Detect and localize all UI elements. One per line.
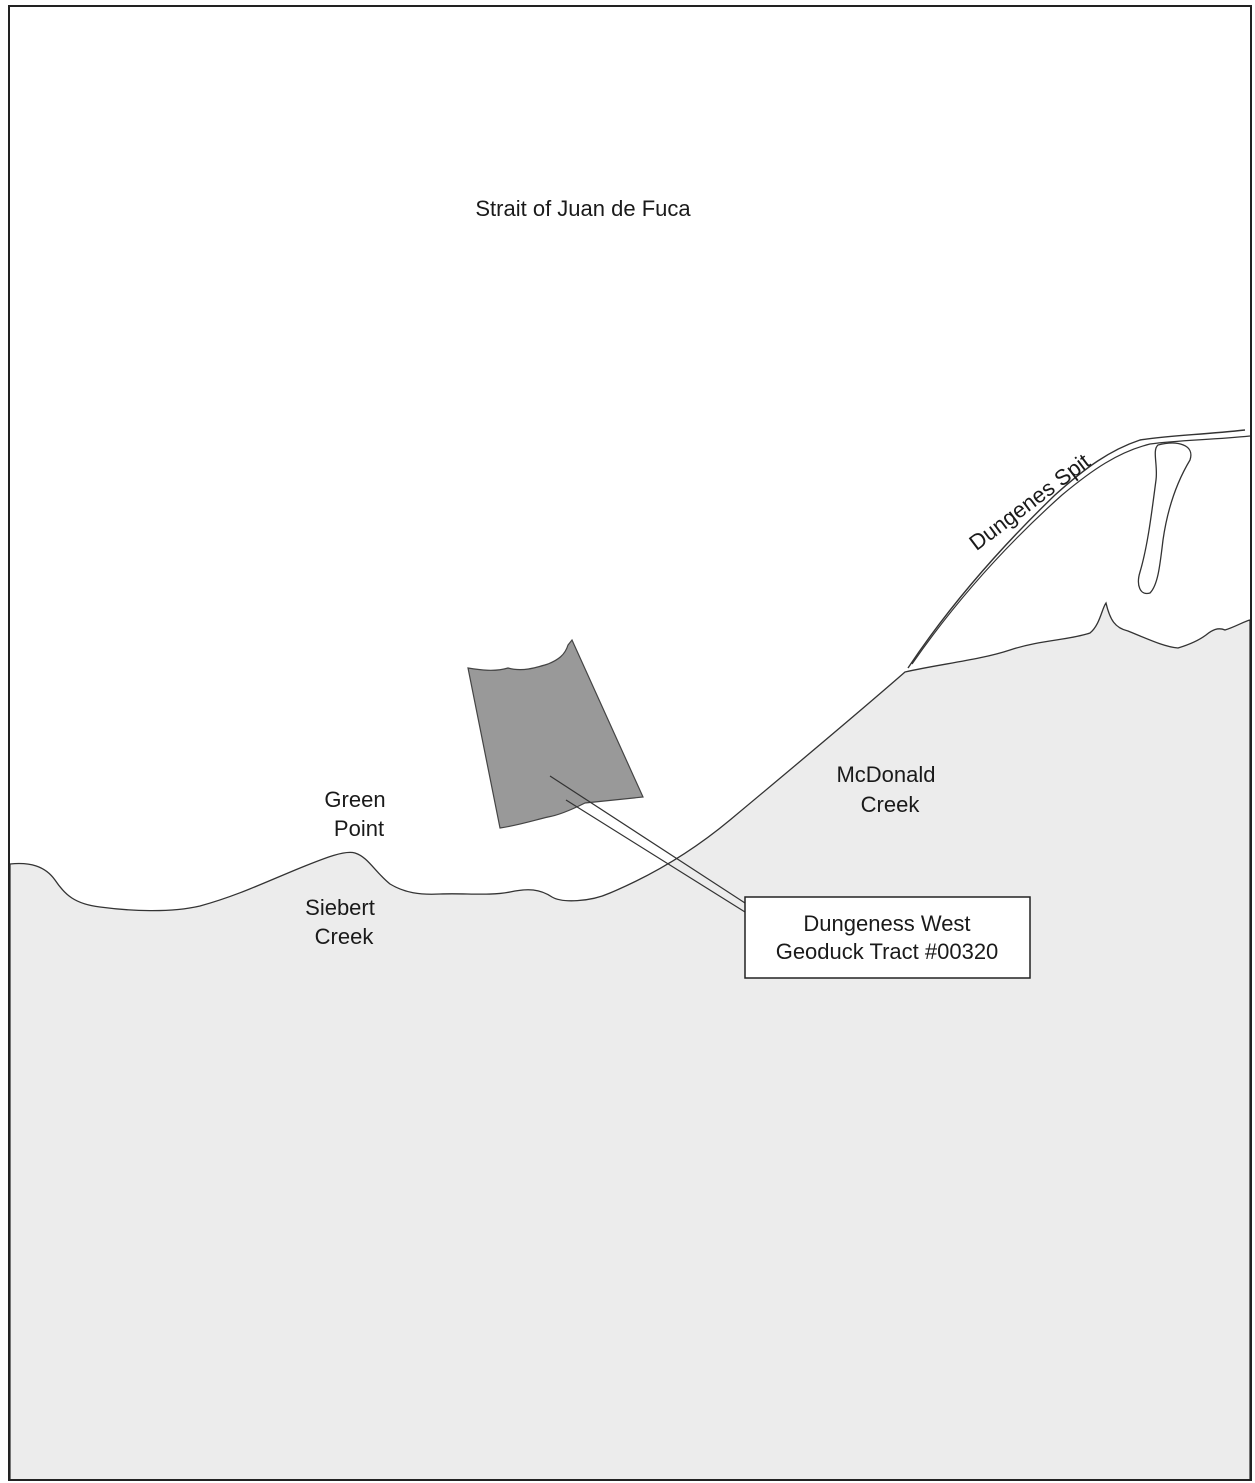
siebert-label-2: Creek [315,924,375,949]
dungeness-spit [907,429,1246,669]
callout-leader [549,775,746,913]
tract-callout-box [744,896,1031,979]
green-point-label-1: Green [324,787,385,812]
callout-line-2: Geoduck Tract #00320 [776,939,999,964]
dungeness-spit-inner [911,435,1251,665]
strait-label: Strait of Juan de Fuca [475,196,691,221]
map-frame [8,5,1252,1481]
mcdonald-label-2: Creek [861,792,921,817]
lagoon-island [1137,442,1192,595]
geoduck-tract [467,638,644,829]
land-mass [9,601,1251,1481]
siebert-label-1: Siebert [305,895,375,920]
green-point-label-2: Point [334,816,384,841]
mcdonald-label-1: McDonald [836,762,935,787]
callout-line-1: Dungeness West [803,911,970,936]
